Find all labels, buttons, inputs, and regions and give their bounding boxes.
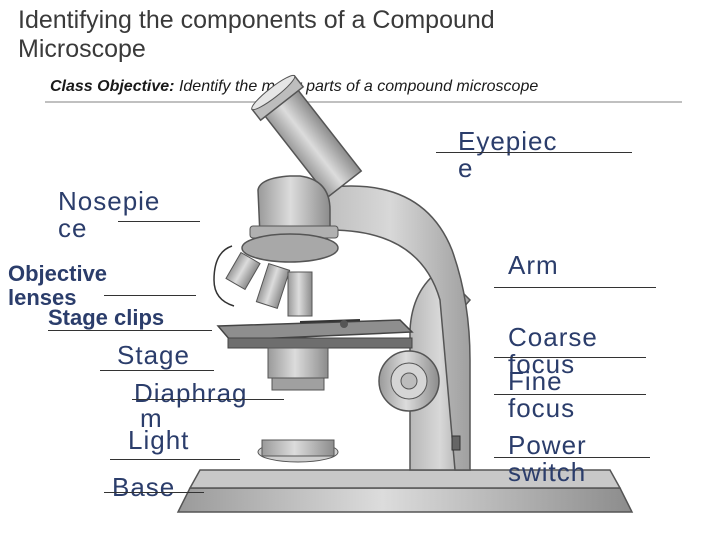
label-power-switch: Power switch bbox=[508, 432, 587, 486]
leader-power-switch bbox=[494, 457, 650, 458]
diaphragm-shape bbox=[267, 347, 329, 379]
label-eyepiece-line2: e bbox=[458, 153, 474, 183]
slide-title-line2: Microscope bbox=[18, 35, 146, 63]
label-objective-lenses: Objective lenses bbox=[8, 262, 107, 310]
leader-objective-lenses bbox=[104, 295, 196, 296]
label-nosepiece: Nosepie ce bbox=[58, 188, 160, 242]
leader-stage bbox=[100, 370, 214, 371]
leader-coarse-focus bbox=[494, 357, 646, 358]
objective-lenses-shape bbox=[225, 251, 313, 317]
label-nosepiece-line1: Nosepie bbox=[58, 186, 161, 216]
label-fine-line2: focus bbox=[508, 393, 576, 423]
base-shape bbox=[176, 487, 634, 513]
stage-shape bbox=[216, 319, 414, 341]
label-stage-clips: Stage clips bbox=[48, 305, 165, 330]
leader-eyepiece bbox=[436, 152, 632, 153]
label-coarse-line2: focus bbox=[508, 349, 576, 379]
slide-title: Identifying the components of a Compound… bbox=[18, 6, 618, 64]
leader-light bbox=[110, 459, 240, 460]
label-eyepiece-line1: Eyepiec bbox=[458, 126, 558, 156]
leader-arm bbox=[494, 287, 656, 288]
label-fine-line1: Fine bbox=[508, 366, 563, 396]
arm-shape bbox=[308, 185, 471, 471]
label-power-line1: Power bbox=[508, 430, 587, 460]
power-switch-shape bbox=[451, 435, 461, 451]
label-nosepiece-line2: ce bbox=[58, 213, 88, 243]
label-eyepiece: Eyepiec e bbox=[458, 128, 558, 182]
label-coarse-line1: Coarse bbox=[508, 322, 598, 352]
leader-nosepiece bbox=[118, 221, 200, 222]
leader-fine-focus bbox=[494, 394, 646, 395]
label-diaphragm: Diaphrag bbox=[134, 380, 248, 407]
leader-base bbox=[104, 492, 204, 493]
nosepiece-shape bbox=[241, 233, 339, 263]
label-diaphragm-line2: m bbox=[140, 403, 163, 433]
title-divider bbox=[45, 101, 682, 103]
leader-stage-clips bbox=[48, 330, 212, 331]
label-arm: Arm bbox=[508, 250, 559, 280]
label-stage: Stage bbox=[117, 340, 190, 370]
slide-title-line1: Identifying the components of a Compound bbox=[18, 6, 495, 34]
objective-label: Class Objective: bbox=[50, 78, 175, 95]
label-objective-line1: Objective bbox=[8, 261, 108, 286]
label-light: Light bbox=[128, 425, 190, 455]
leader-diaphragm bbox=[132, 399, 284, 400]
label-power-line2: switch bbox=[508, 457, 587, 487]
label-objective-line2: lenses bbox=[8, 285, 77, 310]
label-fine-focus: Fine focus bbox=[508, 368, 575, 422]
label-diaphragm-line1: Diaphrag bbox=[134, 378, 248, 408]
label-coarse-focus: Coarse focus bbox=[508, 324, 598, 378]
label-base: Base bbox=[112, 472, 176, 502]
